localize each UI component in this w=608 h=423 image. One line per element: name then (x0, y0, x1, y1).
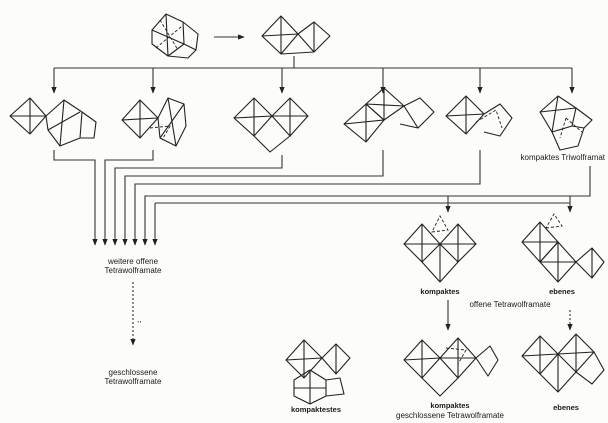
label-weitere-offene-line2: Tetrawolframate (105, 266, 162, 275)
label-weitere-offene: weitere offene (107, 257, 159, 266)
trimer-structure-compact (540, 96, 592, 150)
collector-4 (125, 150, 383, 245)
kompaktestes-structure (286, 340, 350, 404)
kompaktes-offenes-structure (404, 216, 476, 282)
collector-1 (54, 150, 95, 245)
label-offene-tetrawolframate: offene Tetrawolframate (469, 300, 551, 309)
trimer-structure-4 (344, 88, 434, 142)
trimer-structure-1 (10, 98, 96, 146)
ebenes-geschlossenes-structure (522, 334, 604, 392)
label-kompaktes-geschl: kompaktes (430, 401, 469, 410)
label-geschlossene: geschlossene (109, 368, 158, 377)
label-kompaktestes: kompaktestes (291, 405, 341, 414)
trimer-structure-5 (446, 96, 512, 136)
dimer-octahedra-group (262, 16, 330, 54)
collector-2 (105, 150, 153, 245)
label-geschlossene-tetrawolframate: geschlossene Tetrawolframate (396, 411, 504, 420)
label-kompaktes-offen: kompaktes (420, 287, 459, 296)
label-ebenes-offen: ebenes (549, 287, 575, 296)
break-mark: ,, (137, 315, 141, 324)
start-octahedra-group (152, 14, 198, 58)
label-ebenes-geschl: ebenes (553, 403, 579, 412)
label-kompaktes-triwolframat: kompaktes Triwolframat (521, 153, 606, 162)
kompaktes-geschlossenes-structure (404, 338, 498, 396)
collector-3 (115, 155, 282, 245)
trimer-structure-2 (122, 98, 186, 146)
trimer-structure-3 (234, 98, 308, 152)
label-geschlossene-line2: Tetrawolframate (105, 377, 162, 386)
ebenes-offenes-structure (522, 214, 604, 282)
collector-6 (145, 166, 590, 245)
